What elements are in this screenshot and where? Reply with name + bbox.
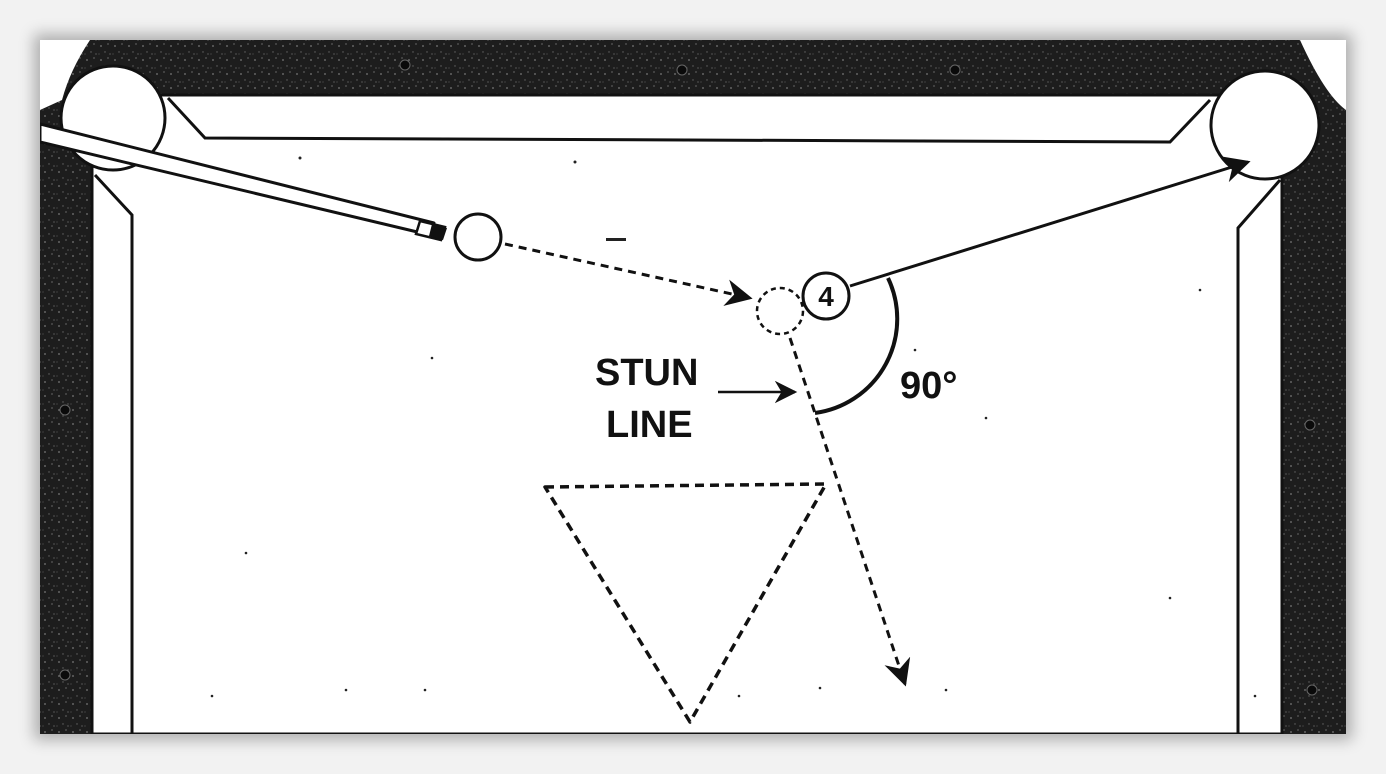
pocket-icon [1209, 40, 1346, 181]
rail-diamonds [59, 59, 1318, 696]
stun-label-line1: STUN [595, 352, 698, 394]
object-ball-path [849, 156, 1251, 288]
cloth-specks [210, 156, 1257, 698]
rack-triangle-icon [543, 482, 828, 724]
diagram-frame: 4 90° STUN LINE [40, 40, 1346, 734]
cue-stick-icon [40, 122, 447, 242]
angle-label: 90° [900, 365, 957, 407]
object-ball-icon: 4 [801, 271, 851, 321]
angle-arc [814, 277, 900, 415]
cue-ball-icon [453, 212, 503, 262]
pool-table-diagram: 4 90° STUN LINE [40, 40, 1346, 734]
stun-line [788, 337, 911, 687]
object-ball-number: 4 [818, 281, 834, 312]
ghost-ball-icon [755, 286, 805, 336]
stun-label-line2: LINE [606, 404, 693, 446]
